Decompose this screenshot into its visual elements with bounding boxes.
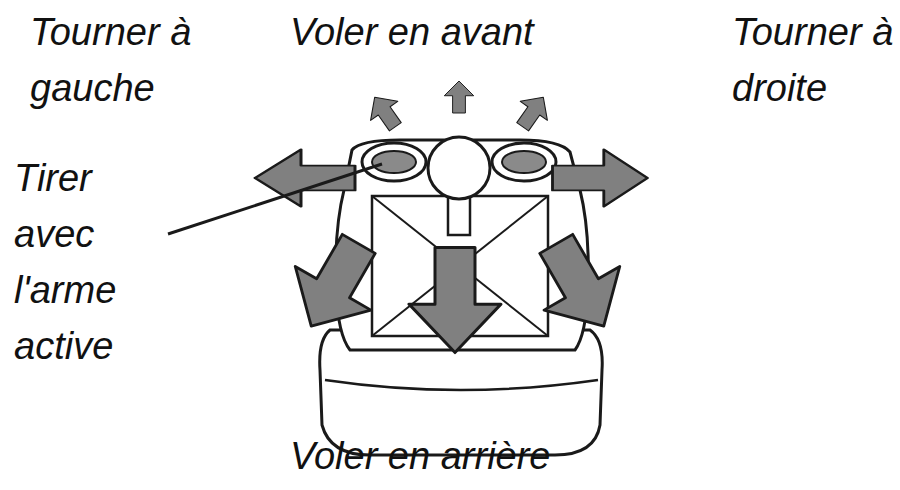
back-right-arrow bbox=[518, 222, 641, 348]
backward-label: Voler en arrière bbox=[290, 428, 620, 484]
side-button bbox=[492, 143, 556, 181]
forward-label: Voler en avant bbox=[290, 4, 620, 60]
leader-line bbox=[168, 164, 382, 234]
fire-button-cap bbox=[372, 151, 416, 173]
turn-right-arrow bbox=[553, 149, 648, 206]
forward-left-arrow bbox=[361, 88, 409, 136]
forward-arrow bbox=[444, 81, 473, 113]
back-arrow bbox=[409, 248, 501, 353]
turn-left-label: Tourner à gauche bbox=[30, 4, 245, 116]
base-edge bbox=[325, 380, 598, 390]
back-left-arrow bbox=[273, 222, 396, 348]
forward-right-arrow bbox=[509, 88, 557, 136]
turn-right-label: Tourner à droite bbox=[732, 4, 894, 116]
joystick-knob bbox=[428, 137, 490, 199]
fire-button bbox=[362, 143, 426, 181]
fire-label: Tirer avec l'arme active bbox=[14, 150, 142, 374]
side-button-cap bbox=[502, 151, 546, 173]
